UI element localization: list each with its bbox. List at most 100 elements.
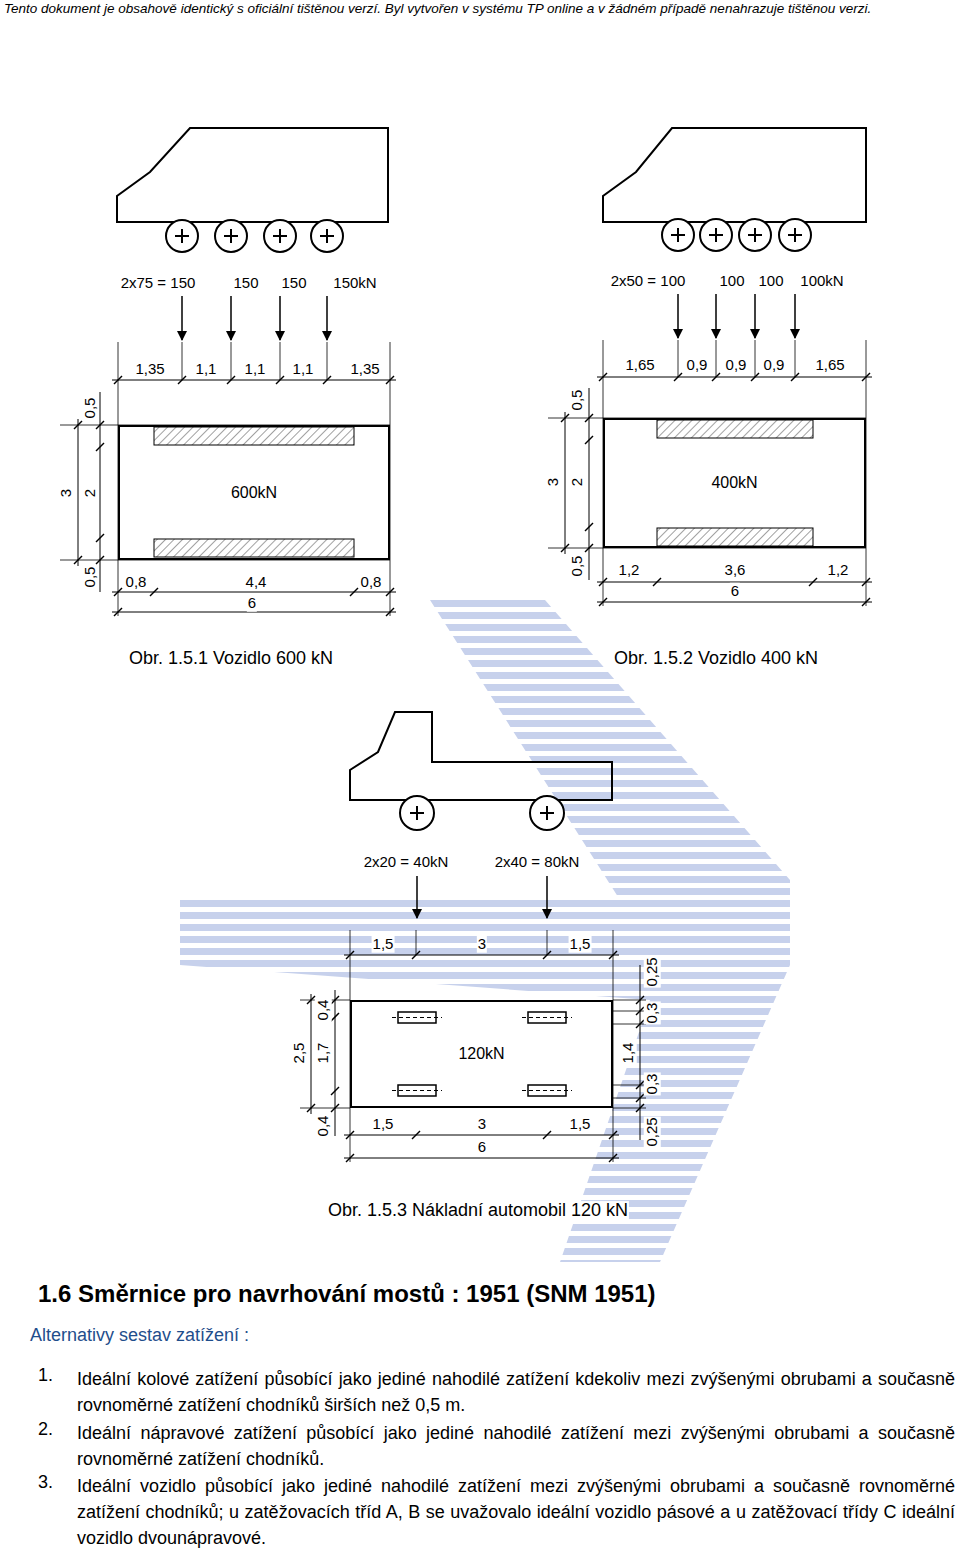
dimension-label: 2,5 xyxy=(291,1042,308,1065)
wheel xyxy=(530,796,564,830)
dimension-label: 0,4 xyxy=(315,1115,332,1138)
dimension-label: 0,25 xyxy=(644,956,661,987)
dimension-label: 3 xyxy=(545,477,562,487)
dimension-label: 100 xyxy=(718,273,745,290)
truck-outlines xyxy=(117,128,866,800)
dimension-label: 2 xyxy=(82,488,99,498)
dimension-tick xyxy=(809,578,817,586)
dimension-lines xyxy=(60,340,872,1162)
wheel-cross xyxy=(410,806,424,820)
extension-line xyxy=(300,1108,350,1109)
extension-line xyxy=(613,1098,646,1099)
dimension-label: 150 xyxy=(280,275,307,292)
dimension-line xyxy=(112,380,396,381)
section-heading: 1.6 Směrnice pro navrhování mostů : 1951… xyxy=(38,1281,656,1307)
dimension-line xyxy=(640,965,641,1140)
watermark-note: Tento dokument je obsahově identický s o… xyxy=(4,1,956,17)
extension-line xyxy=(416,930,417,955)
wheel-cross xyxy=(748,228,762,242)
dimension-label: 2x50 = 100 xyxy=(610,273,687,290)
dimension-label: 1,1 xyxy=(292,361,315,378)
body-text: 3. xyxy=(38,1473,53,1493)
dimension-label: 4,4 xyxy=(245,574,268,591)
load-value: 120kN xyxy=(458,1045,504,1063)
dimension-line xyxy=(311,994,312,1114)
extension-line xyxy=(327,342,328,380)
load-arrows xyxy=(182,294,795,918)
dimension-tick xyxy=(331,1087,339,1095)
extension-line xyxy=(795,340,796,377)
wheels xyxy=(166,219,811,830)
dimension-label: 0,5 xyxy=(569,555,586,578)
dimension-label: 6 xyxy=(477,1139,487,1156)
dimension-tick xyxy=(653,578,661,586)
dimension-label: 2x75 = 150 xyxy=(120,275,197,292)
dimension-tick xyxy=(585,523,593,531)
wheel xyxy=(739,219,771,251)
dimension-label: 1,2 xyxy=(827,562,850,579)
dimension-tick xyxy=(350,588,358,596)
extension-line xyxy=(547,930,548,955)
extension-line xyxy=(716,340,717,377)
dimension-label: 1,5 xyxy=(569,936,592,953)
dimension-label: 6 xyxy=(247,595,257,612)
dimension-label: 3 xyxy=(58,488,75,498)
dimension-label: 0,25 xyxy=(644,1116,661,1147)
dimension-label: 0,3 xyxy=(644,1002,661,1025)
wheel xyxy=(662,219,694,251)
body-text: Ideální vozidlo působící jako jediné nah… xyxy=(77,1473,955,1551)
figure-caption: Obr. 1.5.3 Nákladní automobil 120 kN xyxy=(327,1201,629,1221)
dimension-label: 150kN xyxy=(332,275,377,292)
dimension-label: 2x20 = 40kN xyxy=(363,854,450,871)
vehicle-plan: 400kN xyxy=(603,418,866,548)
extension-line xyxy=(613,1108,646,1109)
wheel-cross xyxy=(273,229,287,243)
dimension-label: 0,9 xyxy=(763,357,786,374)
wheel xyxy=(166,220,198,252)
wheel-cross xyxy=(671,228,685,242)
dimension-label: 3,6 xyxy=(724,562,747,579)
body-text: Ideální nápravové zatížení působící jako… xyxy=(77,1420,955,1472)
dimension-label: 2 xyxy=(569,477,586,487)
wheel-strips xyxy=(154,420,813,557)
dimension-label: 0,5 xyxy=(82,566,99,589)
extension-line xyxy=(280,342,281,380)
dimension-line xyxy=(565,412,566,554)
extension-line xyxy=(613,1085,646,1086)
extension-line xyxy=(613,1000,646,1001)
load-value: 600kN xyxy=(231,484,277,502)
dimension-line xyxy=(344,1135,619,1136)
dimension-label: 0,8 xyxy=(125,574,148,591)
wheel xyxy=(779,219,811,251)
dimension-label: 1,35 xyxy=(349,361,380,378)
wheel-cross xyxy=(320,229,334,243)
extension-line xyxy=(182,342,183,380)
dimension-line xyxy=(597,377,872,378)
dimension-label: 1,5 xyxy=(372,1116,395,1133)
dimension-label: 0,5 xyxy=(82,397,99,420)
dimension-label: 1,1 xyxy=(195,361,218,378)
extension-line xyxy=(613,1011,646,1012)
dimension-label: 1,65 xyxy=(624,357,655,374)
wheel-cross xyxy=(788,228,802,242)
dimension-label: 100kN xyxy=(799,273,844,290)
wheel-cross xyxy=(709,228,723,242)
wheel-cross xyxy=(540,806,554,820)
dimension-label: 3 xyxy=(477,1116,487,1133)
dimension-label: 0,4 xyxy=(315,999,332,1022)
dimension-label: 1,1 xyxy=(244,361,267,378)
dimension-label: 150 xyxy=(232,275,259,292)
wheel xyxy=(311,220,343,252)
dimension-label: 6 xyxy=(730,583,740,600)
dimension-line xyxy=(335,990,336,1136)
wheel-cross xyxy=(224,229,238,243)
wheel-cross xyxy=(175,229,189,243)
dimension-label: 3 xyxy=(477,936,487,953)
vehicle-plan: 600kN xyxy=(118,425,390,560)
dimension-label: 1,2 xyxy=(618,562,641,579)
dimension-label: 0,9 xyxy=(686,357,709,374)
dimension-label: 0,8 xyxy=(360,574,383,591)
dimension-label: 1,5 xyxy=(569,1116,592,1133)
dimension-tick xyxy=(412,1131,420,1139)
